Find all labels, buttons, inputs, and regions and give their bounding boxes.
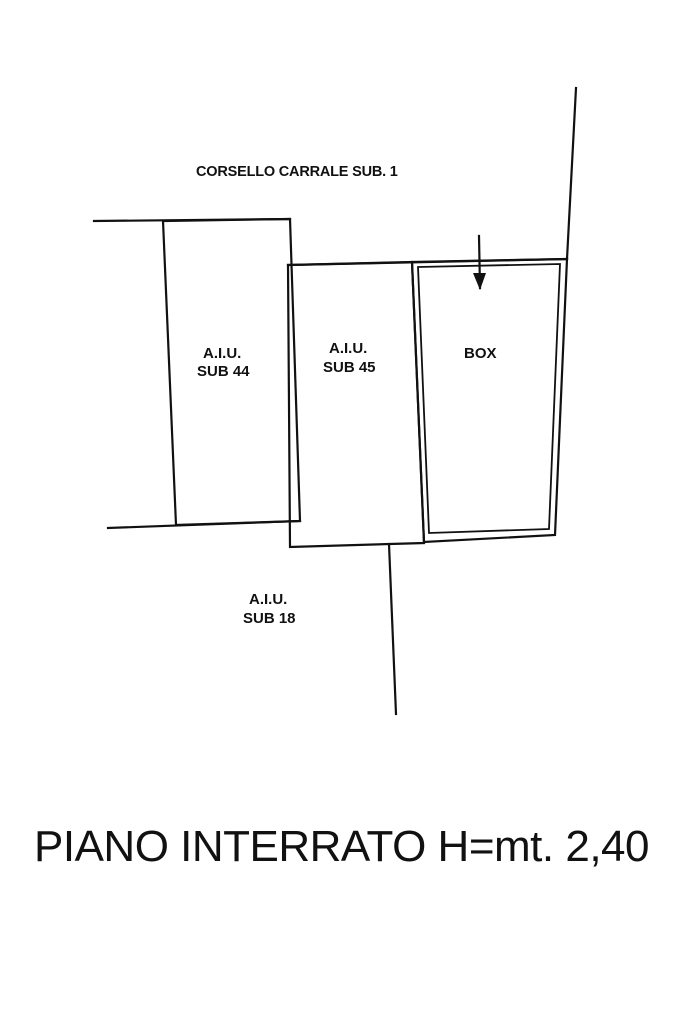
unit-sub44-label-line2: SUB 44 [197, 363, 250, 380]
corridor-label: CORSELLO CARRALE SUB. 1 [196, 164, 398, 180]
unit-sub18-label-line2: SUB 18 [243, 610, 296, 627]
box-label: BOX [464, 345, 497, 362]
outer-wall-bottom-vertical [387, 542, 398, 716]
box-outer-outline [410, 257, 569, 544]
unit-sub44-label-line1: A.I.U. [203, 345, 241, 362]
floor-title: PIANO INTERRATO H=mt. 2,40 [34, 822, 649, 871]
unit-sub44-outline [161, 217, 302, 527]
unit-sub18-label-line1: A.I.U. [249, 591, 287, 608]
box-inner-outline [417, 263, 561, 534]
outer-wall-right [565, 86, 578, 261]
unit-sub45-label-line1: A.I.U. [329, 340, 367, 357]
box-entry-arrow-icon [473, 234, 486, 290]
unit-sub45-label-line2: SUB 45 [323, 359, 376, 376]
unit-sub45-outline [286, 260, 426, 549]
sub45-top-wall [286, 257, 569, 267]
